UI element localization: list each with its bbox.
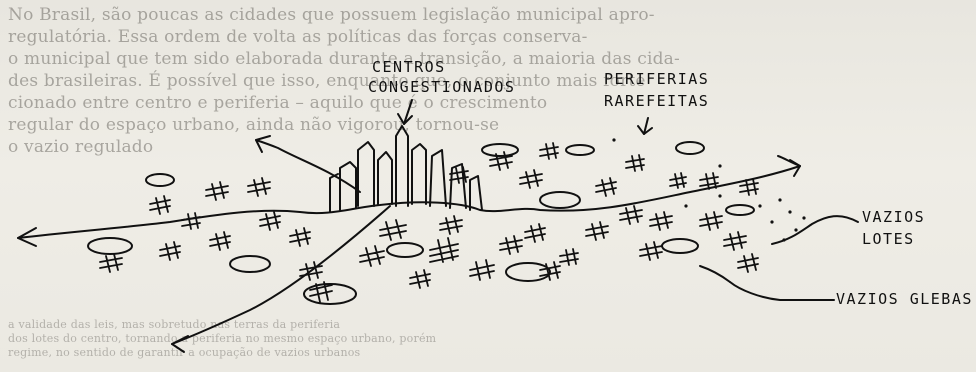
label-rarefeitas: RAREFEITAS: [604, 92, 709, 110]
arrow-left-icon: [17, 227, 37, 247]
text-line: regulatória. Essa ordem de volta as polí…: [8, 27, 588, 47]
text-line: No Brasil, são poucas as cidades que pos…: [8, 5, 655, 25]
hatch-blocks: [99, 142, 759, 303]
label-vazios-glebas: VAZIOS GLEBAS: [836, 290, 973, 308]
text-line: a validade das leis, mas sobretudo nas t…: [8, 318, 341, 331]
congested-towers: [329, 125, 483, 213]
leader-glebas: [729, 281, 835, 301]
text-line: o vazio regulado: [8, 137, 154, 157]
label-periferias: PERIFERIAS: [604, 70, 709, 88]
background-text-bottom: a validade das leis, mas sobretudo nas t…: [8, 318, 976, 360]
terrain-line: [17, 165, 801, 239]
text-line: o municipal que tem sido elaborada duran…: [8, 49, 680, 69]
text-line: des brasileiras. É possível que isso, en…: [8, 71, 646, 91]
background-text-top: No Brasil, são poucas as cidades que pos…: [8, 4, 976, 158]
arrow-to-center: [403, 99, 413, 125]
label-congestionados: CONGESTIONADOS: [368, 78, 515, 96]
text-line: cionado entre centro e periferia – aquil…: [8, 93, 548, 113]
arrow-to-periphery: [643, 117, 649, 135]
label-centros: CENTROS: [372, 58, 446, 76]
label-vazios-lotes-2: LOTES: [862, 230, 915, 248]
text-line: regular do espaço urbano, ainda não vigo…: [8, 115, 500, 135]
leader-lotes: [771, 215, 859, 245]
vacant-dots: [612, 138, 806, 242]
label-vazios-lotes-1: VAZIOS: [862, 208, 925, 226]
arrow-northwest: [255, 139, 361, 193]
arrow-southwest: [171, 205, 391, 345]
text-line: dos lotes do centro, tornando a periferi…: [8, 332, 437, 345]
